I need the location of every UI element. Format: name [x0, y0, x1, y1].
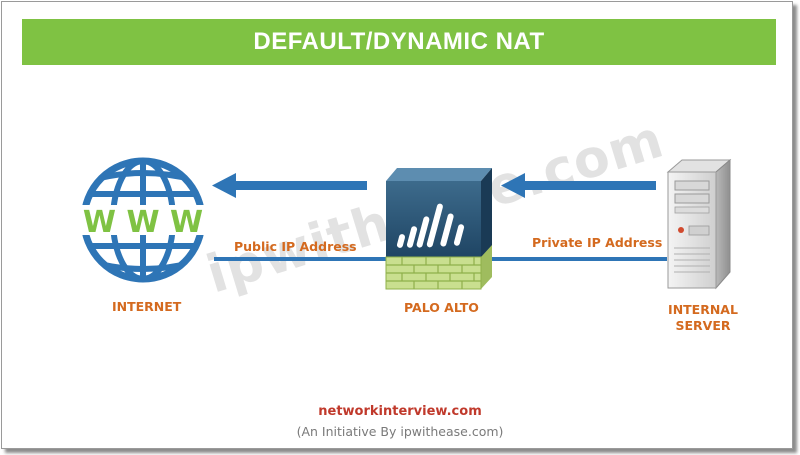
- arrow-server-to-firewall: [501, 173, 656, 198]
- server-label-line1: INTERNAL: [668, 302, 738, 317]
- link-label-public: Public IP Address: [234, 239, 357, 254]
- link-line-private: [490, 257, 667, 261]
- node-label-internet: INTERNET: [112, 299, 182, 314]
- diagram-title: DEFAULT/DYNAMIC NAT: [253, 28, 545, 55]
- www-glyph: W W W: [83, 205, 203, 240]
- footer-site: networkinterview.com: [318, 404, 482, 419]
- footer-tagline: (An Initiative By ipwithease.com): [296, 424, 504, 439]
- link-line-public: [214, 257, 390, 261]
- arrow-firewall-to-internet: [212, 173, 367, 198]
- node-label-palo-alto: PALO ALTO: [404, 300, 479, 315]
- server-label-line2: SERVER: [675, 318, 731, 333]
- server-tower-icon: [666, 158, 732, 290]
- node-label-internal-server: INTERNAL SERVER: [668, 302, 738, 334]
- palo-alto-firewall-icon: [385, 168, 492, 290]
- link-label-private: Private IP Address: [532, 235, 663, 250]
- www-globe-icon: W W W: [72, 157, 214, 283]
- title-banner: DEFAULT/DYNAMIC NAT: [22, 19, 776, 65]
